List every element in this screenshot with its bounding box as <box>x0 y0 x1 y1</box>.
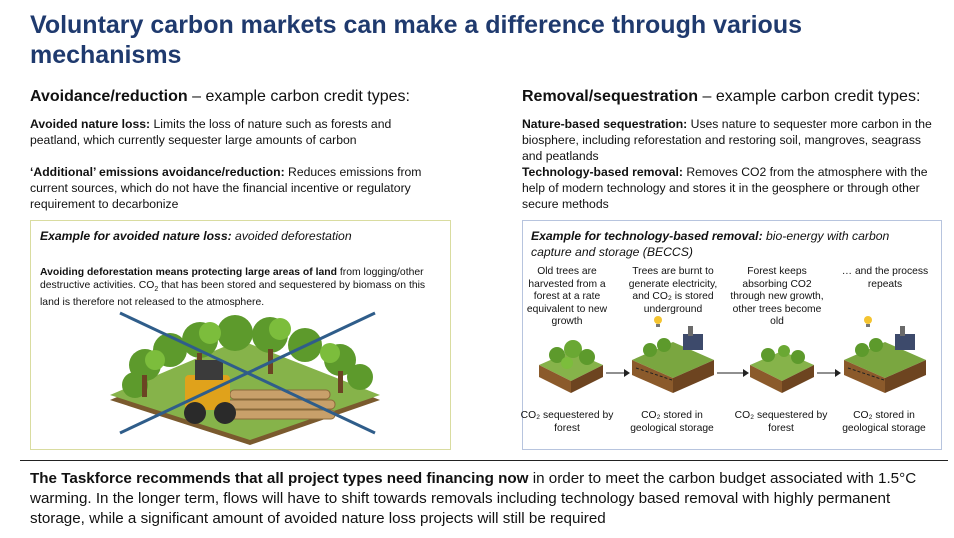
beccs-step-3: Forest keeps absorbing CO2 through new g… <box>730 266 824 327</box>
avoided-nature-loss-text: Avoided nature loss: Limits the loss of … <box>30 117 392 147</box>
nature-based-sequestration-text: Nature-based sequestration: Uses nature … <box>522 117 932 163</box>
power-plant-tile-icon <box>844 326 926 393</box>
additional-emissions-text: ‘Additional’ emissions avoidance/reducti… <box>30 165 422 211</box>
forest-tile-icon <box>539 340 603 393</box>
left-example-title: Example for avoided nature loss: avoided… <box>40 229 352 243</box>
right-heading: Removal/sequestration – example carbon c… <box>522 88 921 105</box>
beccs-box <box>522 220 942 450</box>
arrow-right-icon <box>606 369 630 377</box>
forest-tile-icon <box>750 345 814 393</box>
divider-line <box>20 460 948 461</box>
beccs-step-4: … and the process repeats <box>841 266 929 290</box>
page-title: Voluntary carbon markets can make a diff… <box>30 11 802 69</box>
lightbulb-icon <box>654 316 662 327</box>
beccs-caption-4: CO₂ stored in geological storage <box>842 410 926 434</box>
beccs-caption-2: CO₂ stored in geological storage <box>630 410 714 434</box>
avoided-deforestation-box <box>30 220 451 450</box>
beccs-caption-3: CO₂ sequestered by forest <box>734 410 828 434</box>
cross-out-icon <box>119 311 376 435</box>
recommendation-text: The Taskforce recommends that all projec… <box>30 470 917 527</box>
beccs-step-1: Old trees are harvested from a forest at… <box>526 266 608 327</box>
beccs-caption-1: CO₂ sequestered by forest <box>520 410 614 434</box>
left-heading: Avoidance/reduction – example carbon cre… <box>30 88 410 105</box>
arrow-right-icon <box>817 369 841 377</box>
deforestation-description: Avoiding deforestation means protecting … <box>40 267 426 309</box>
arrow-right-icon <box>717 369 749 377</box>
forest-deforestation-illustration <box>110 315 380 445</box>
right-example-title: Example for technology-based removal: bi… <box>531 229 890 259</box>
power-plant-tile-icon <box>632 326 714 393</box>
lightbulb-icon <box>864 316 872 327</box>
beccs-step-2: Trees are burnt to generate electricity,… <box>628 266 718 315</box>
technology-based-removal-text: Technology-based removal: Removes CO2 fr… <box>522 165 928 211</box>
